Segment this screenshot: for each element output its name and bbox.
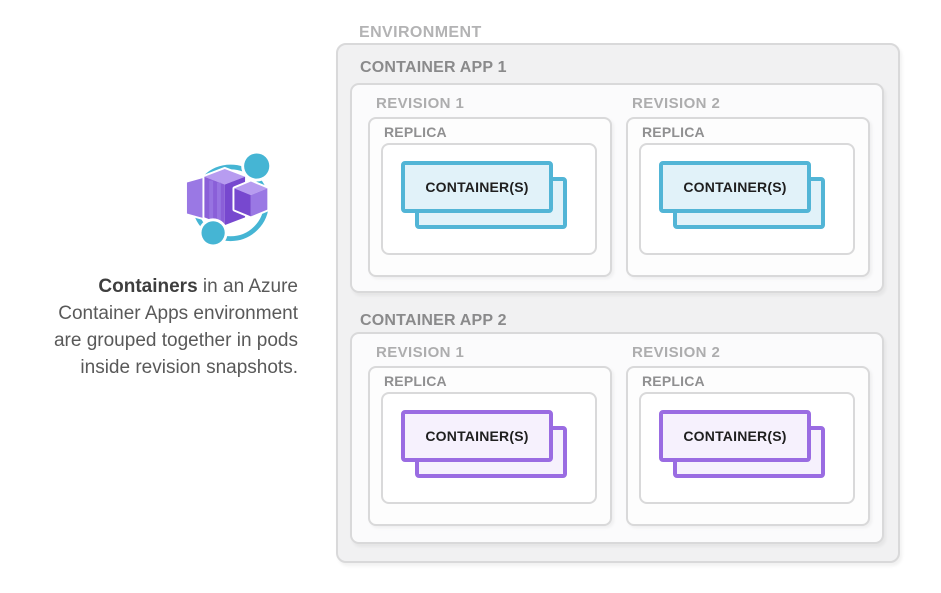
app1-revision-1-label: REVISION 1 [376,95,465,112]
caption: Containers in an Azure Container Apps en… [4,273,298,381]
app1-revision-1-box: REPLICA CONTAINER(S) [368,117,612,277]
app2-revision-2-box: REPLICA CONTAINER(S) [626,366,870,526]
center-box-front-icon [204,176,225,226]
container-app-1-box: REVISION 1 REPLICA CONTAINER(S) REVISION… [350,83,884,293]
left-slab-icon [186,177,205,219]
replica-box: CONTAINER(S) [639,143,855,255]
containers-label: CONTAINER(S) [683,428,787,444]
replica-box: CONTAINER(S) [381,392,597,504]
caption-bold-word: Containers [98,276,198,297]
container-box-front: CONTAINER(S) [401,161,553,213]
container-app-2-label: CONTAINER APP 2 [360,312,507,329]
app2-revision-2-label: REVISION 2 [632,344,721,361]
caption-line: are grouped together in pods [53,330,298,351]
caption-line: Container Apps environment [58,303,298,324]
replica-label: REPLICA [642,373,705,389]
replica-label: REPLICA [642,124,705,140]
right-cube-top-icon [234,181,268,196]
app1-revision-2-box: REPLICA CONTAINER(S) [626,117,870,277]
environment-box: CONTAINER APP 1 REVISION 1 REPLICA CONTA… [336,43,900,563]
replica-box: CONTAINER(S) [639,392,855,504]
caption-line: inside revision snapshots. [80,357,298,378]
caption-line: Containers in an Azure [4,273,298,300]
containers-label: CONTAINER(S) [425,428,529,444]
app2-revision-1-box: REPLICA CONTAINER(S) [368,366,612,526]
center-box-top-icon [204,168,246,185]
replica-label: REPLICA [384,124,447,140]
replica-label: REPLICA [384,373,447,389]
caption-line1-rest: in an Azure [197,276,298,297]
app1-revision-2-label: REVISION 2 [632,95,721,112]
container-box-front: CONTAINER(S) [659,161,811,213]
app2-revision-1-label: REVISION 1 [376,344,465,361]
container-box-front: CONTAINER(S) [659,410,811,462]
environment-label: ENVIRONMENT [359,24,482,41]
containers-label: CONTAINER(S) [683,179,787,195]
container-app-1-label: CONTAINER APP 1 [360,59,507,76]
orbit-dot-top-icon [244,153,270,179]
container-app-2-box: REVISION 1 REPLICA CONTAINER(S) REVISION… [350,332,884,544]
containers-label: CONTAINER(S) [425,179,529,195]
orbit-dot-bottom-icon [201,221,225,245]
azure-container-apps-icon [186,150,273,247]
replica-box: CONTAINER(S) [381,143,597,255]
container-box-front: CONTAINER(S) [401,410,553,462]
